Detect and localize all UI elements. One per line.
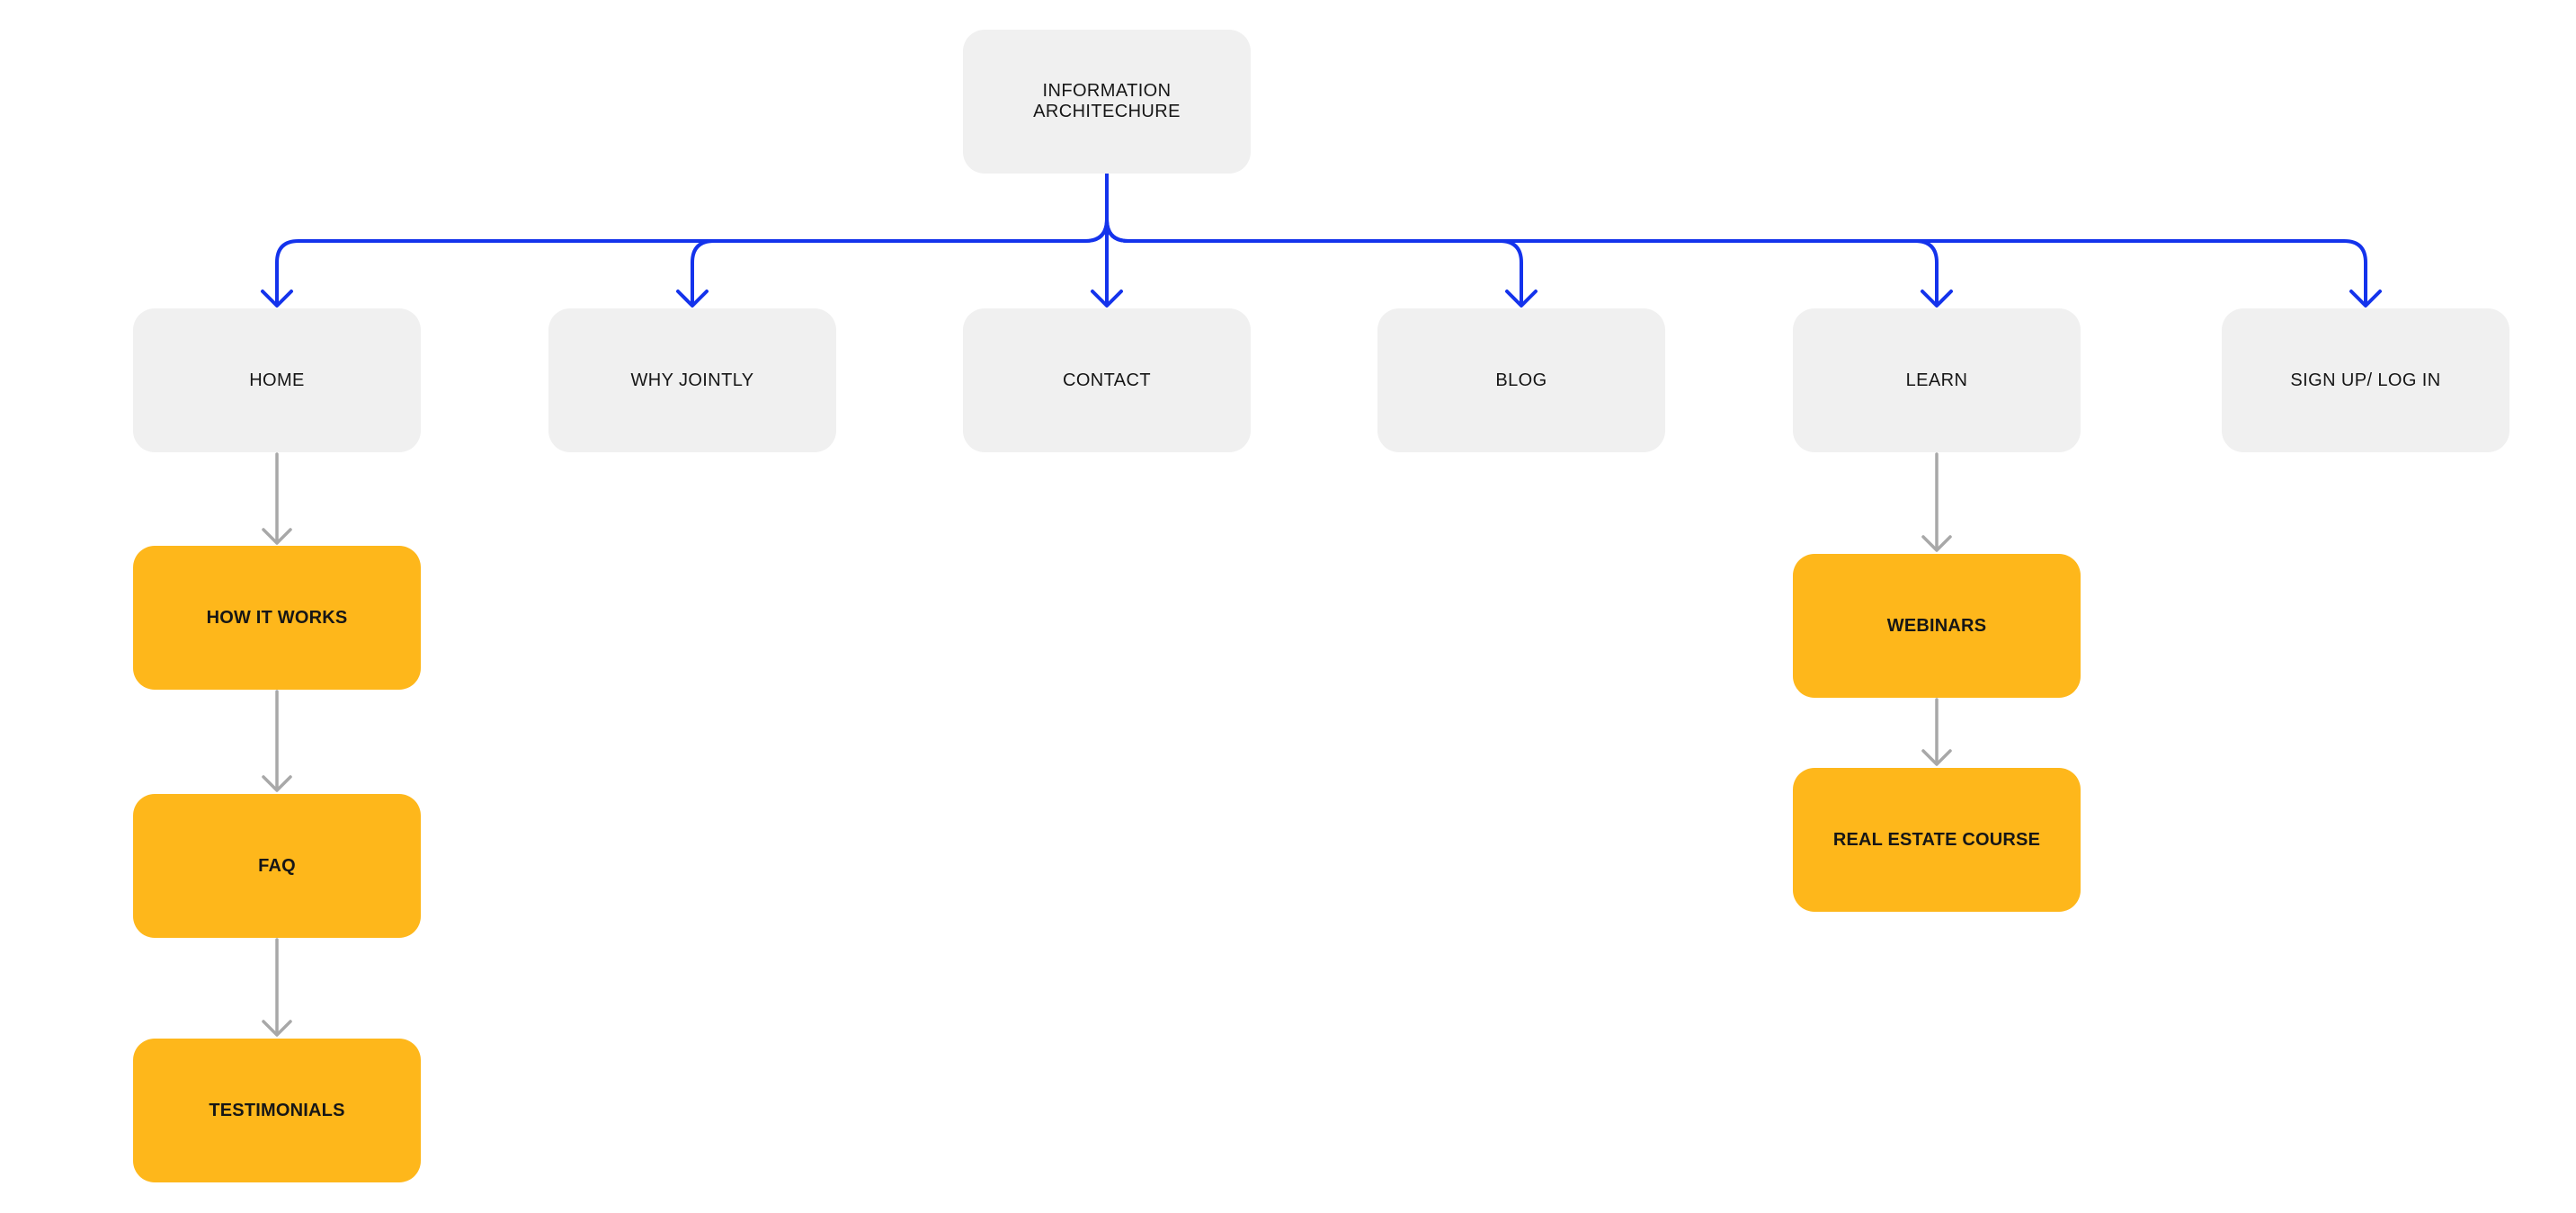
node-learn[interactable]: LEARN <box>1793 308 2081 452</box>
node-signup-login-label: SIGN UP/ LOG IN <box>2290 370 2441 390</box>
arrowhead-webinars <box>1921 535 1952 552</box>
node-home[interactable]: HOME <box>133 308 421 452</box>
gray-connectors <box>262 452 1952 1037</box>
node-information-architecture-label: INFORMATION ARCHITECHURE <box>1033 81 1181 121</box>
node-blog-label: BLOG <box>1495 370 1547 390</box>
node-real-estate-course-label: REAL ESTATE COURSE <box>1832 829 2041 850</box>
node-how-it-works-label: HOW IT WORKS <box>206 607 348 628</box>
node-real-estate-course[interactable]: REAL ESTATE COURSE <box>1793 768 2081 912</box>
edge-root-why-jointly <box>691 218 1109 304</box>
arrowhead-testimonials <box>262 1020 292 1037</box>
arrowhead-faq <box>262 775 292 792</box>
node-testimonials-label: TESTIMONIALS <box>209 1100 345 1120</box>
node-webinars[interactable]: WEBINARS <box>1793 554 2081 698</box>
node-how-it-works[interactable]: HOW IT WORKS <box>133 546 421 690</box>
arrowhead-real-estate-course <box>1921 749 1952 766</box>
edge-root-signup <box>1105 218 2367 304</box>
arrowhead-home <box>261 290 293 308</box>
node-contact[interactable]: CONTACT <box>963 308 1251 452</box>
node-faq-label: FAQ <box>258 855 296 876</box>
node-home-label: HOME <box>249 370 305 390</box>
arrowhead-signup <box>2349 290 2382 308</box>
node-information-architecture[interactable]: INFORMATION ARCHITECHURE <box>963 30 1251 174</box>
node-why-jointly-label: WHY JOINTLY <box>630 370 754 390</box>
node-contact-label: CONTACT <box>1063 370 1151 390</box>
node-webinars-label: WEBINARS <box>1886 615 1987 636</box>
arrowhead-why-jointly <box>676 290 709 308</box>
node-signup-login[interactable]: SIGN UP/ LOG IN <box>2222 308 2509 452</box>
arrowhead-how-it-works <box>262 528 292 545</box>
node-faq[interactable]: FAQ <box>133 794 421 938</box>
node-blog[interactable]: BLOG <box>1377 308 1665 452</box>
blue-connectors <box>261 171 2382 308</box>
node-testimonials[interactable]: TESTIMONIALS <box>133 1039 421 1182</box>
edge-root-blog <box>1105 218 1523 304</box>
arrowhead-blog <box>1505 290 1538 308</box>
node-why-jointly[interactable]: WHY JOINTLY <box>548 308 836 452</box>
arrowhead-learn <box>1921 290 1953 308</box>
arrowhead-contact <box>1091 290 1123 308</box>
node-learn-label: LEARN <box>1905 370 1968 390</box>
